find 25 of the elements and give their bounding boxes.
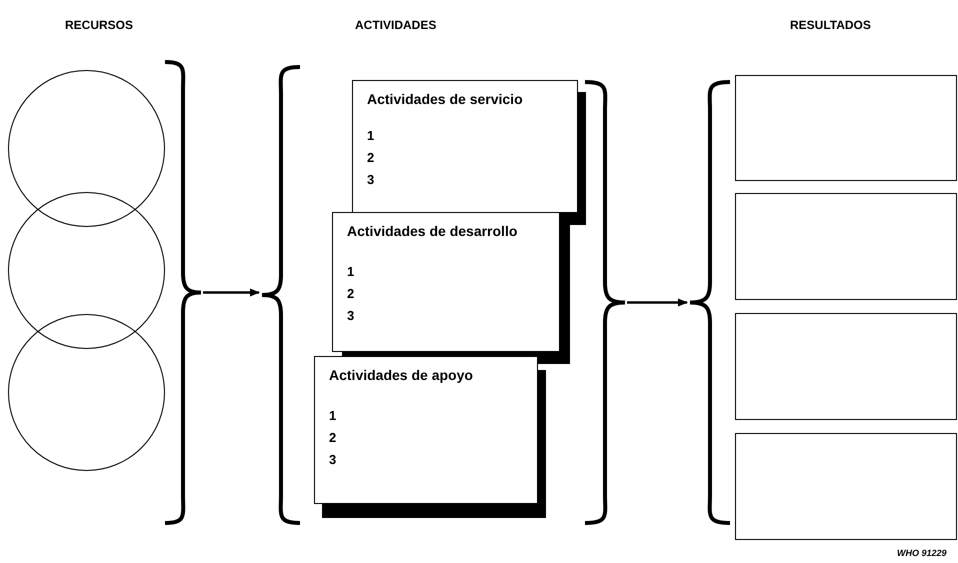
result-box <box>735 433 957 540</box>
column-heading: ACTIVIDADES <box>355 18 436 32</box>
item-number: 1 <box>329 408 336 424</box>
item-number: 3 <box>367 172 374 188</box>
column-heading: RESULTADOS <box>790 18 871 32</box>
arrow <box>627 298 688 306</box>
result-box <box>735 313 957 420</box>
result-box <box>735 75 957 181</box>
resource-circle <box>8 192 165 349</box>
card-title: Actividades de desarrollo <box>347 223 518 239</box>
resource-circle <box>8 314 165 471</box>
item-number: 2 <box>367 150 374 166</box>
card-title: Actividades de servicio <box>367 91 523 107</box>
result-box <box>735 193 957 300</box>
figure-code: WHO 91229 <box>897 548 947 558</box>
item-number: 3 <box>347 308 354 324</box>
item-number: 3 <box>329 452 336 468</box>
arrow <box>203 288 260 296</box>
card-title: Actividades de apoyo <box>329 367 473 383</box>
item-number: 2 <box>329 430 336 446</box>
column-heading: RECURSOS <box>65 18 134 32</box>
item-number: 1 <box>367 128 374 144</box>
resource-circle <box>8 70 165 227</box>
item-number: 2 <box>347 286 354 302</box>
item-number: 1 <box>347 264 354 280</box>
